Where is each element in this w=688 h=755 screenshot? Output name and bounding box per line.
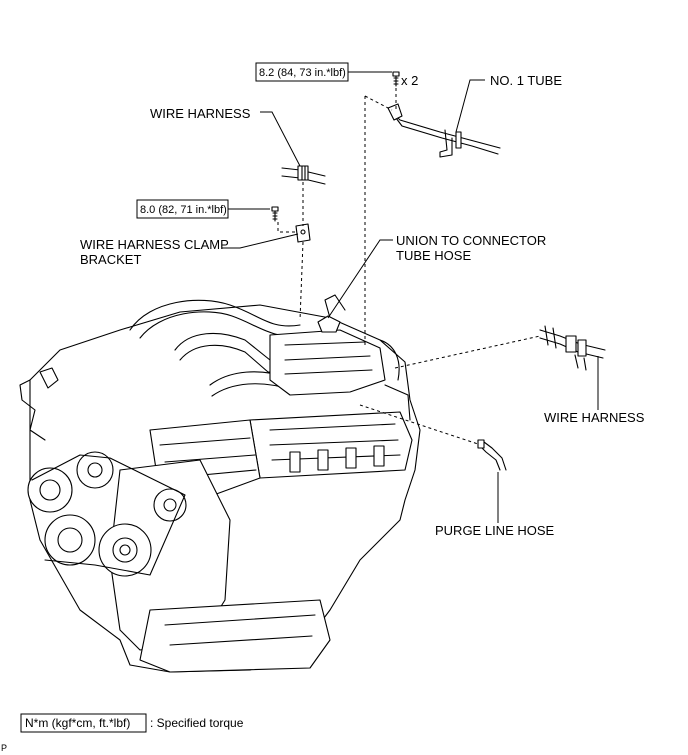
legend-description: : Specified torque	[150, 716, 244, 730]
union-leader	[327, 239, 393, 319]
clamp-bracket-bolt-icon	[271, 206, 279, 222]
wire-harness-clamp-bracket-part	[295, 223, 311, 243]
label-wire-harness-right: WIRE HARNESS	[544, 410, 645, 425]
wire-harness-top-leader	[260, 111, 301, 167]
clamp-bracket-bolt-alignment-line	[277, 222, 296, 233]
clamp-to-engine-line	[299, 241, 304, 321]
upper-torque-box	[255, 62, 349, 82]
legend-unit-text: N*m (kgf*cm, ft.*lbf)	[25, 716, 130, 730]
lower-torque-box	[136, 199, 229, 219]
clamp-bracket-leader	[222, 233, 299, 249]
label-clamp-bracket-line1: WIRE HARNESS CLAMP	[80, 237, 229, 252]
purge-line-hose-part	[477, 439, 507, 471]
engine-assembly	[19, 294, 421, 673]
no1-tube-part	[387, 103, 501, 158]
upper-torque-value: 8.2 (84, 73 in.*lbf)	[259, 67, 346, 79]
no1-tube-bolt-icon	[392, 71, 400, 87]
purge-hose-alignment-line	[359, 404, 479, 445]
label-union-line2: TUBE HOSE	[396, 248, 471, 263]
label-purge-line-hose: PURGE LINE HOSE	[435, 523, 555, 538]
wire-harness-right-alignment-line	[394, 335, 541, 369]
label-union-line1: UNION TO CONNECTOR	[396, 233, 546, 248]
wire-harness-top-part	[281, 165, 326, 185]
legend-unit-box	[20, 713, 147, 733]
upper-bolt-quantity: x 2	[401, 73, 418, 88]
no1-tube-to-engine-line	[364, 95, 393, 345]
label-clamp-bracket-line2: BRACKET	[80, 252, 141, 267]
wire-harness-right-part	[539, 325, 606, 371]
corner-mark: P	[1, 743, 7, 753]
lower-torque-value: 8.0 (82, 71 in.*lbf)	[140, 204, 227, 216]
no1-tube-leader	[455, 79, 485, 133]
label-no1-tube: NO. 1 TUBE	[490, 73, 562, 88]
label-wire-harness-top: WIRE HARNESS	[150, 106, 251, 121]
